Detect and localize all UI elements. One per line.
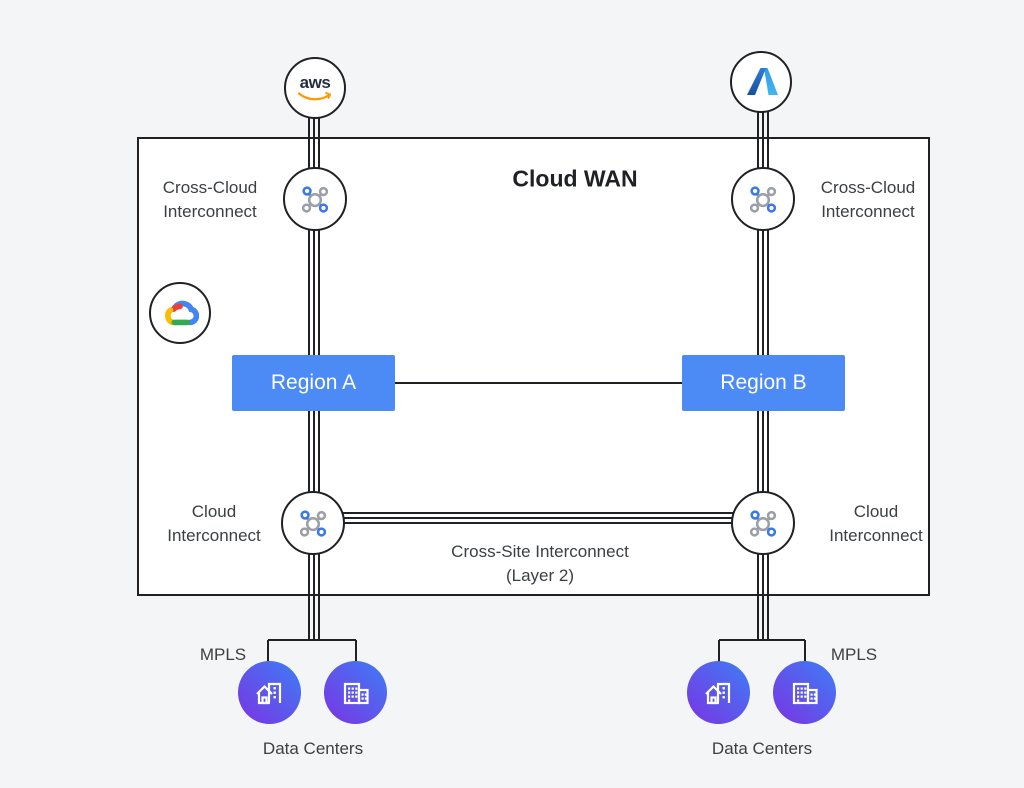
azure-logo-icon	[747, 68, 778, 95]
region-b-label: Region B	[720, 371, 807, 394]
google-cloud-logo-icon	[165, 300, 199, 326]
cross-cloud-interconnect-label-left: Cross-Cloud Interconnect	[163, 176, 257, 224]
cloud-interconnect-label-right: Cloud Interconnect	[829, 500, 923, 548]
data-centers-label-right: Data Centers	[711, 739, 813, 758]
label-line: (Layer 2)	[505, 566, 575, 585]
cloud-interconnect-node-left	[281, 491, 345, 555]
label-line: Cloud	[191, 502, 237, 521]
interconnect-icon	[301, 186, 329, 213]
datacenter-house-icon	[704, 682, 730, 704]
label-line: Cross-Site Interconnect	[451, 542, 629, 561]
interconnect-icon	[299, 510, 327, 537]
cloud-interconnect-node-right	[731, 491, 795, 555]
cloud-interconnect-label-left: Cloud Interconnect	[167, 500, 261, 548]
label-line: Cross-Cloud	[162, 178, 258, 197]
connector-bracket-left	[267, 639, 357, 666]
cross-cloud-interconnect-label-right: Cross-Cloud Interconnect	[821, 176, 915, 224]
region-b-box: Region B	[682, 355, 845, 411]
label-line: Cross-Cloud	[820, 178, 916, 197]
mpls-label-right: MPLS	[830, 645, 878, 664]
label-line: Interconnect	[167, 526, 261, 545]
google-cloud-node	[149, 282, 211, 344]
mpls-label-left: MPLS	[199, 645, 247, 664]
datacenter-office-icon	[792, 682, 818, 704]
region-a-box: Region A	[232, 355, 395, 411]
interconnect-icon	[749, 510, 777, 537]
data-centers-label-left: Data Centers	[262, 739, 364, 758]
datacenter-house-right	[687, 661, 750, 724]
label-line: Cloud	[853, 502, 899, 521]
label-line: Interconnect	[821, 202, 915, 221]
datacenter-house-left	[238, 661, 301, 724]
cross-cloud-interconnect-node-left	[283, 167, 347, 231]
label-line: Interconnect	[163, 202, 257, 221]
datacenter-office-left	[324, 661, 387, 724]
cross-site-interconnect-label: Cross-Site Interconnect (Layer 2)	[451, 540, 629, 588]
label-line: Interconnect	[829, 526, 923, 545]
cross-cloud-interconnect-node-right	[731, 167, 795, 231]
aws-logo-text: aws	[299, 72, 331, 92]
diagram-title: Cloud WAN	[512, 165, 638, 192]
region-a-label: Region A	[270, 371, 357, 394]
datacenter-office-right	[773, 661, 836, 724]
aws-smile-icon	[297, 91, 332, 100]
connector-bracket-right	[718, 639, 806, 666]
datacenter-house-icon	[255, 682, 281, 704]
interconnect-icon	[749, 186, 777, 213]
aws-node: aws	[284, 57, 346, 119]
aws-logo-icon: aws	[296, 74, 334, 103]
azure-node	[730, 51, 792, 113]
datacenter-office-icon	[343, 682, 369, 704]
